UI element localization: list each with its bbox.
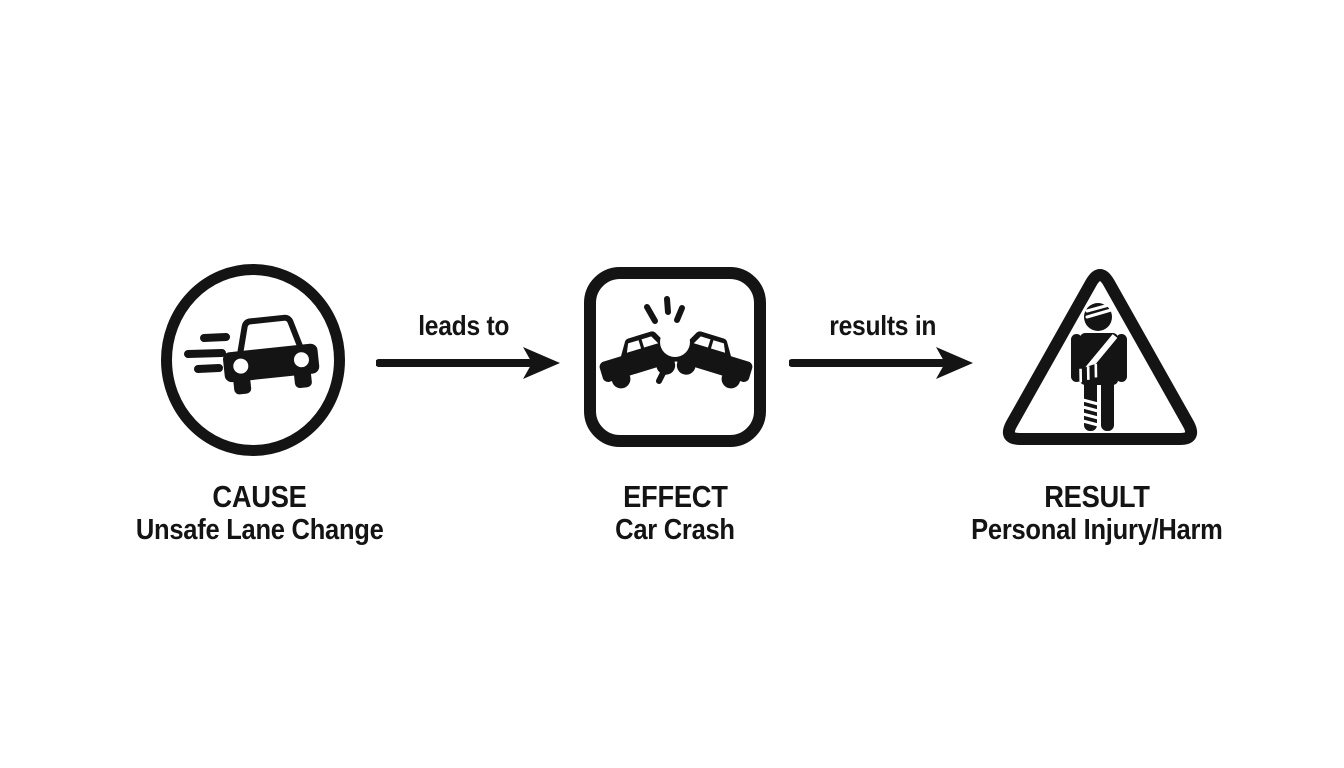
impact-flash — [660, 327, 690, 357]
injured-person-icon — [1002, 269, 1198, 445]
connector-label-leads-to: leads to — [418, 310, 510, 341]
injured-person-figure — [1071, 303, 1127, 431]
effect-node — [583, 266, 767, 448]
speed-lines — [184, 333, 230, 373]
result-label: RESULT — [1044, 479, 1150, 514]
car-crash-icon — [584, 267, 766, 447]
impact-sparks — [644, 296, 691, 384]
arrow-right-icon — [375, 347, 560, 379]
results-in-arrow — [788, 343, 977, 388]
result-node — [995, 259, 1205, 455]
speeding-car-icon — [161, 264, 345, 456]
effect-sublabel: Car Crash — [615, 514, 735, 546]
crash-car-left — [599, 331, 681, 389]
arrow-right-icon — [788, 347, 973, 379]
leads-to-arrow — [375, 343, 564, 388]
car-front — [223, 314, 320, 395]
cause-node — [160, 263, 346, 457]
connector-label-results-in: results in — [829, 310, 937, 341]
result-sublabel: Personal Injury/Harm — [971, 514, 1223, 546]
cause-sublabel: Unsafe Lane Change — [136, 514, 384, 546]
effect-label: EFFECT — [622, 479, 728, 514]
cause-label: CAUSE — [212, 479, 308, 514]
